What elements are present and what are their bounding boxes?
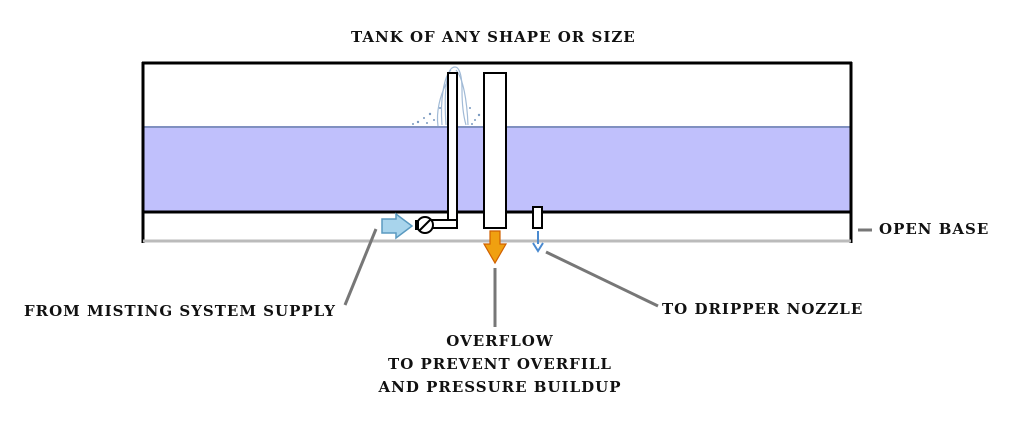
dripper-outflow-arrow: [532, 231, 544, 253]
overflow-pipe: [483, 72, 507, 229]
supply-label: FROM MISTING SYSTEM SUPPLY: [24, 302, 336, 320]
tank-title-label: TANK OF ANY SHAPE OR SIZE: [351, 28, 636, 46]
dripper-label: TO DRIPPER NOZZLE: [662, 300, 864, 318]
overflow-label-line-1: OVERFLOW: [446, 332, 554, 350]
overflow-label-line-2: TO PREVENT OVERFILL: [388, 355, 612, 373]
supply-riser-pipe: [447, 72, 458, 229]
overflow-label-line-3: AND PRESSURE BUILDUP: [378, 378, 622, 396]
overflow-label: OVERFLOW TO PREVENT OVERFILL AND PRESSUR…: [340, 330, 660, 399]
overflow-outflow-arrow: [482, 230, 508, 265]
dripper-leader: [545, 250, 659, 308]
supply-inflow-arrow: [381, 212, 414, 240]
supply-leader: [343, 228, 378, 306]
spray-droplets: [412, 107, 481, 125]
open-base-label: OPEN BASE: [879, 220, 990, 238]
dripper-outlet-stub: [532, 206, 543, 229]
check-valve-icon: [415, 216, 434, 234]
